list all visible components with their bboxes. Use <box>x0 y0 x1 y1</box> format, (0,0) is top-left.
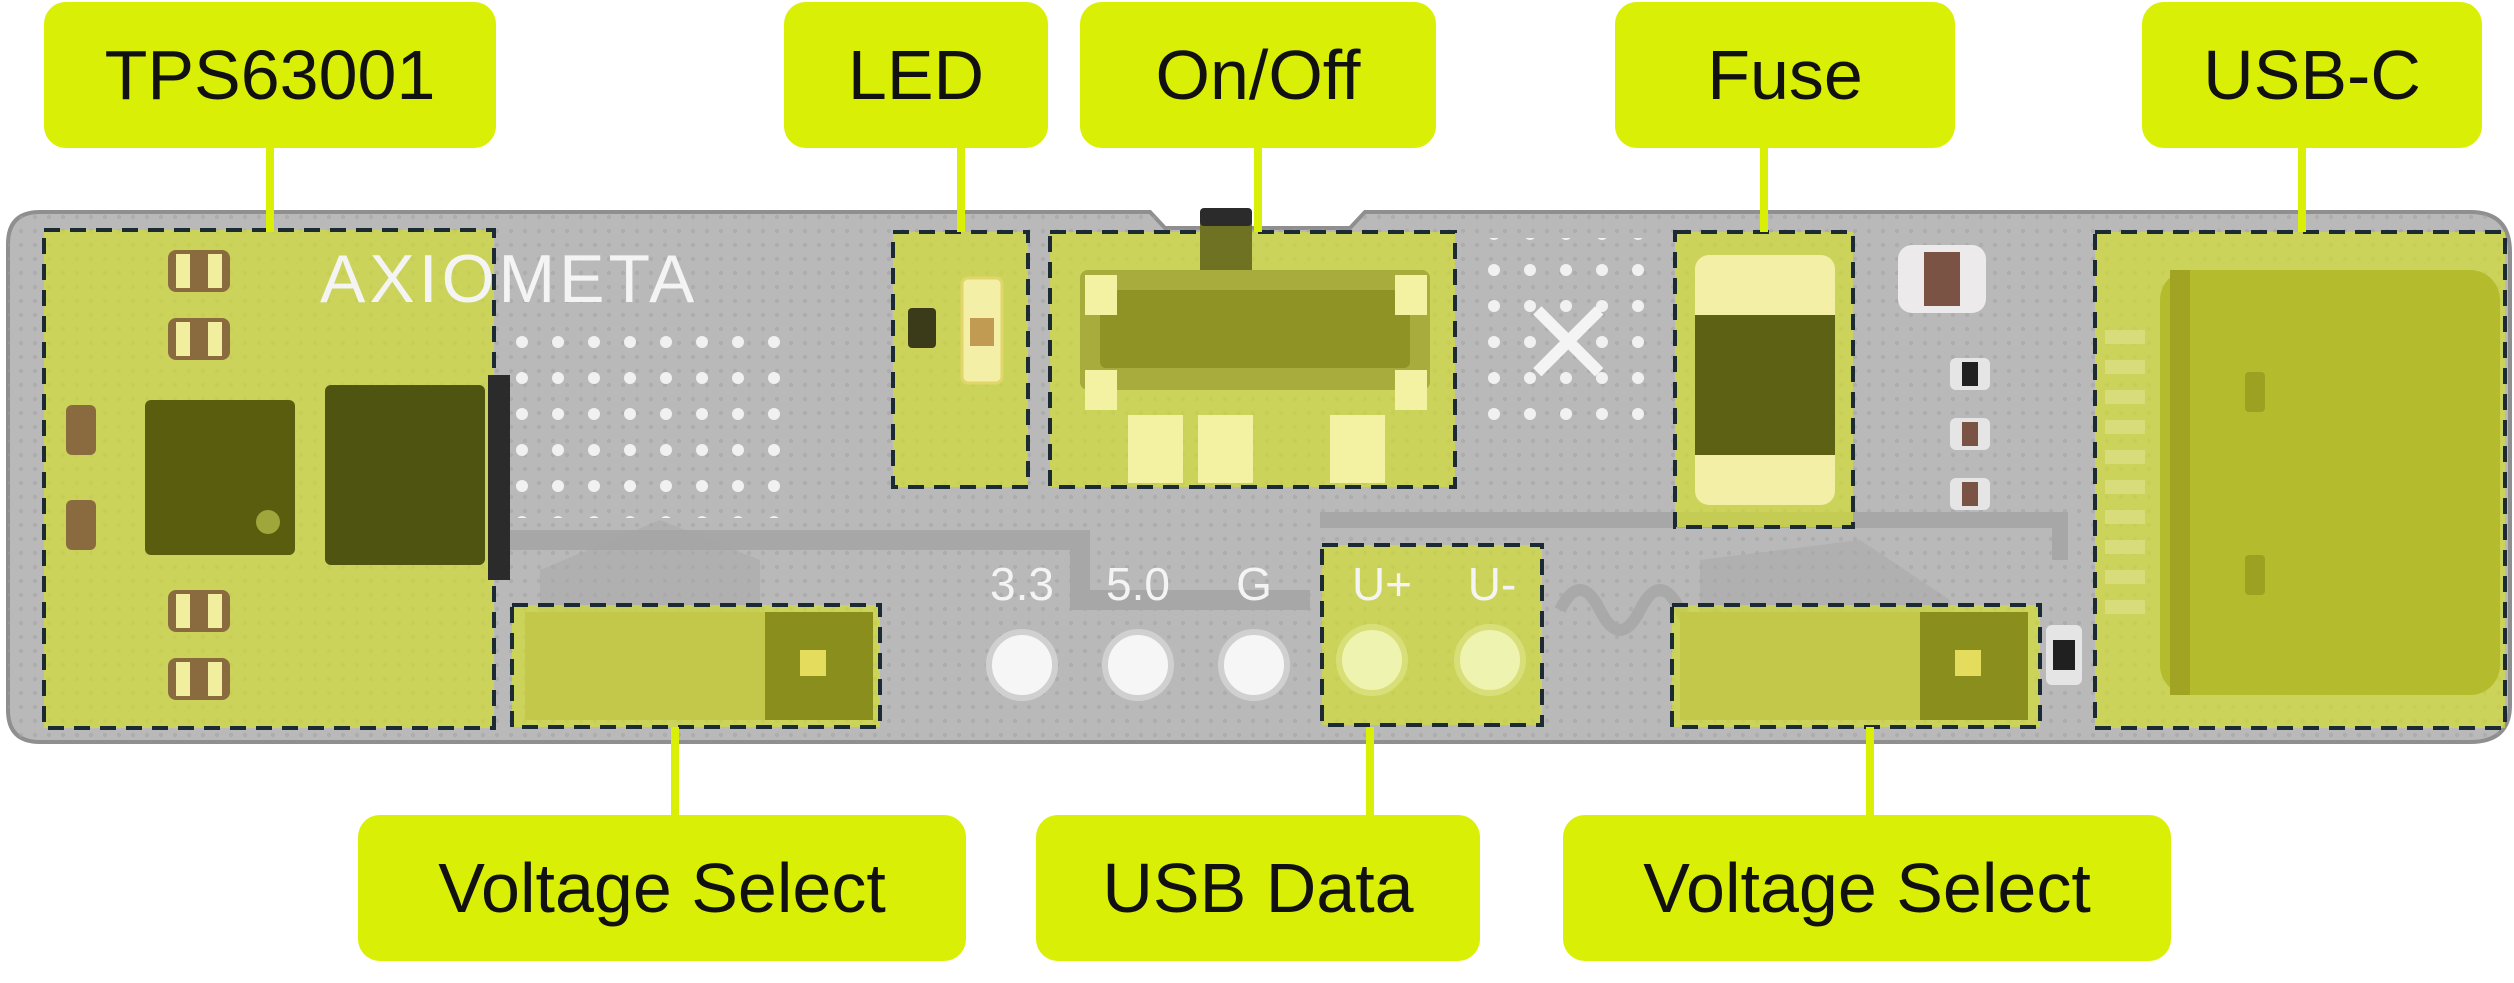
callout-fuse: Fuse <box>1615 2 1955 148</box>
pin-label-3v3: 3.3 <box>990 558 1054 610</box>
pin-header: 3.3 5.0 G U+ U- <box>986 543 1544 727</box>
pin-3v3 <box>986 629 1058 701</box>
pin-label-5v0: 5.0 <box>1106 558 1170 610</box>
led-region <box>891 230 1030 489</box>
fuse-region <box>1673 230 1855 529</box>
pin-label-usb-plus: U+ <box>1352 558 1412 610</box>
passive-components <box>1898 245 2082 685</box>
voltage-select-left-region <box>510 603 882 729</box>
pin-gnd <box>1218 629 1290 701</box>
pin-usb-minus <box>1454 624 1526 696</box>
pin-usb-plus <box>1336 624 1408 696</box>
callout-voltage-select-left: Voltage Select <box>358 815 966 961</box>
leader-fuse <box>1760 146 1768 232</box>
tps63001-region <box>42 228 510 730</box>
leader-led <box>957 146 965 232</box>
leader-onoff <box>1254 146 1262 232</box>
leader-usb-data <box>1366 727 1374 817</box>
callout-usb-data: USB Data <box>1036 815 1480 961</box>
board-logo: AXIOMETA <box>320 241 698 317</box>
callout-usbc: USB-C <box>2142 2 2482 148</box>
usbc-region <box>2093 230 2507 730</box>
leader-vsel-right <box>1866 727 1874 817</box>
voltage-select-right-region <box>1670 603 2042 729</box>
callout-voltage-select-right: Voltage Select <box>1563 815 2171 961</box>
m-mark-logo: ✕ <box>1518 277 1619 411</box>
leader-vsel-left <box>671 727 679 817</box>
callout-led: LED <box>784 2 1048 148</box>
leader-usbc <box>2298 146 2306 232</box>
onoff-region <box>1048 208 1457 489</box>
pin-label-usb-minus: U- <box>1468 558 1517 610</box>
pin-5v0 <box>1102 629 1174 701</box>
leader-tps <box>266 146 274 232</box>
pin-label-gnd: G <box>1236 558 1272 610</box>
callout-tps63001: TPS63001 <box>44 2 496 148</box>
callout-onoff: On/Off <box>1080 2 1436 148</box>
